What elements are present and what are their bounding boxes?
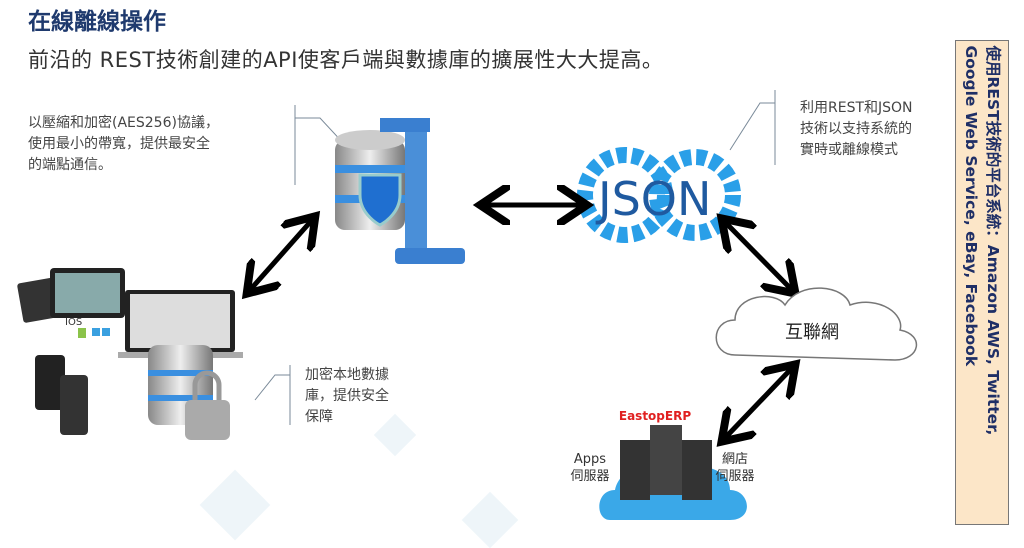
compression-note: 以壓縮和加密(AES256)協議， 使用最小的帶寬，提供最安全 的端點通信。 (28, 113, 219, 176)
client-devices-icon: IOS (17, 268, 243, 435)
internet-label: 互聯網 (785, 322, 839, 343)
note-line: 加密本地數據 (305, 367, 389, 383)
callout-lines (254, 90, 776, 425)
rest-platforms-box: 使用REST技術的平台系統：Amazon AWS, Twitter, Googl… (955, 40, 1009, 525)
json-gear-icon: JSON (577, 147, 741, 243)
page-title: 在線離線操作 (28, 9, 166, 35)
note-line: 庫，提供安全 (305, 388, 389, 404)
page-subtitle: 前沿的 REST技術創建的API使客戶端與數據庫的擴展性大大提高。 (28, 48, 664, 72)
json-label: JSON (595, 172, 711, 226)
ios-label: IOS (65, 317, 82, 328)
encrypted-local-db-icon (148, 345, 230, 440)
note-line: 技術以支持系統的 (800, 121, 912, 137)
note-line: 保障 (305, 409, 333, 425)
web-server-label: 網店 (722, 452, 748, 467)
database-zip-icon (335, 118, 465, 264)
web-server-label: 伺服器 (715, 469, 754, 484)
platforms-line: 使用REST技術的平台系統：Amazon AWS, Twitter, (984, 45, 1002, 435)
note-line: 實時或離線模式 (800, 142, 898, 158)
server-brand-label: EastopERP (619, 409, 691, 423)
platforms-line: Google Web Service, eBay, Facebook (962, 45, 980, 366)
apps-server-label: 伺服器 (570, 469, 609, 484)
internet-cloud-icon: 互聯網 (715, 287, 918, 361)
note-line: 使用最小的帶寬，提供最安全 (28, 136, 210, 152)
note-line: 以壓縮和加密(AES256)協議， (28, 115, 219, 131)
diagram-graphics: JSON 互聯網 IOS EastopERP Apps 伺服器 網店 伺服器 (17, 90, 918, 520)
apps-server-label: Apps (574, 452, 606, 467)
erp-server-icon: EastopERP Apps 伺服器 網店 伺服器 (570, 409, 755, 520)
json-note: 利用REST和JSON 技術以支持系統的 實時或離線模式 (800, 98, 913, 161)
local-db-note: 加密本地數據 庫，提供安全 保障 (305, 365, 389, 428)
connection-arrows (250, 205, 792, 438)
note-line: 利用REST和JSON (800, 100, 913, 116)
note-line: 的端點通信。 (28, 157, 112, 173)
